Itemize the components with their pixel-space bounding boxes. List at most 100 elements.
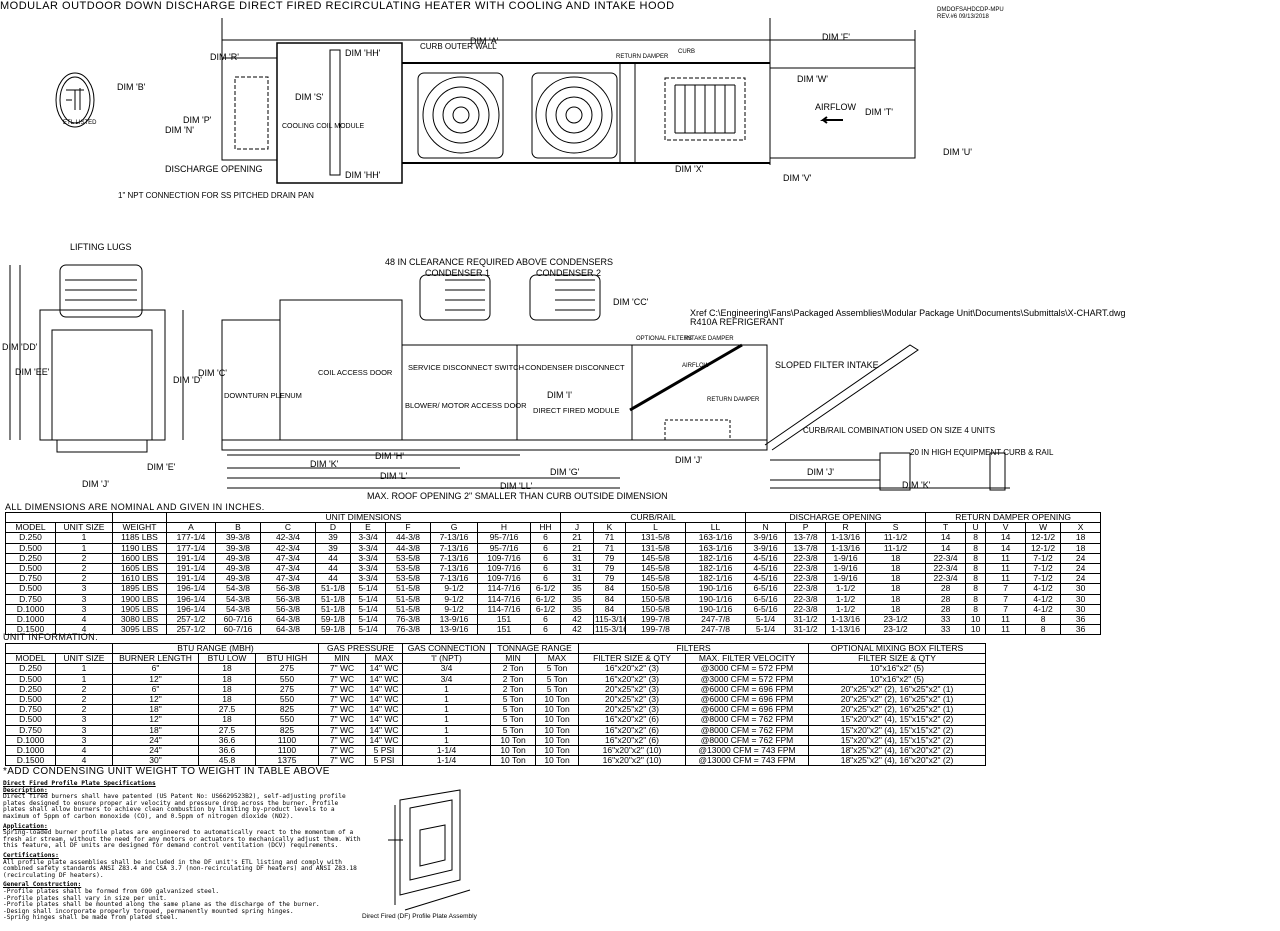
table-cell: 5 Ton [535,673,580,685]
table-cell: 22-3/8 [785,573,827,585]
table-cell: 5-1/4 [350,593,386,605]
table-cell: 31-1/2 [785,624,827,636]
spec-construction-item: -Profile plates shall be mounted along t… [3,901,320,909]
table-cell: 36 [1060,624,1102,636]
column-header: WEIGHT [112,522,167,534]
table-cell: 3-9/16 [745,532,787,544]
table-cell: 44-3/8 [385,532,431,544]
table-cell: D.750 [5,724,56,736]
table-cell: 1895 LBS [112,583,167,595]
table-cell: 190-1/16 [684,583,747,595]
table-cell: 3 [55,714,113,726]
table-cell: 54-3/8 [215,583,261,595]
table-cell: 114-7/16 [477,593,531,605]
table-cell: 10 Ton [490,734,537,746]
table-cell: 7" WC [318,693,366,706]
table-cell: 42 [560,624,594,636]
table-cell: D.500 [5,673,56,685]
column-header: MAX [535,653,580,665]
table-cell: 8 [965,532,987,544]
table-cell: 191-1/4 [166,562,216,575]
table-cell: 7 [985,603,1027,615]
dim-p-label: DIM 'P' [183,115,212,125]
table-cell: 109-7/16 [477,562,531,575]
table-cell: 8 [965,583,987,595]
cooling-coil-label: COOLING COIL MODULE [282,123,365,130]
table-cell: 3 [55,734,113,746]
max-roof-note: MAX. ROOF OPENING 2" SMALLER THAN CURB O… [367,491,668,501]
table-cell: 4 [55,613,113,626]
table-cell: 3-3/4 [350,562,386,575]
table-cell: 12" [112,693,199,706]
table-cell: 7 [985,593,1027,605]
dim-v-label: DIM 'V' [783,173,812,183]
table-cell: 1610 LBS [112,573,167,585]
table-cell: 14 [985,532,1027,544]
column-header: FILTER SIZE & QTY [578,653,687,665]
revision: REV.#6 09/13/2018 [937,14,989,20]
table-cell: 18 [865,593,927,605]
dim-n-label: DIM 'N' [165,125,194,135]
table-cell: 30 [1060,583,1102,595]
table-cell: 10 Ton [535,734,580,746]
table-cell: 177-1/4 [166,542,216,554]
table-cell: 11 [985,562,1027,575]
column-header: D [315,522,351,534]
table-cell: 18 [198,714,256,726]
table-cell: 8 [1025,613,1062,626]
table-cell: 4 [55,744,113,757]
table-cell: 190-1/16 [684,593,747,605]
table-cell: @3000 CFM = 572 FPM [685,663,810,675]
table-cell: 42 [560,613,594,626]
table-cell: 275 [255,663,319,675]
group-header [5,642,113,655]
table-cell: 6-5/16 [745,583,787,595]
table-cell: 2 Ton [490,663,537,675]
dim-j-left-label: DIM 'J' [82,479,109,489]
table-cell: 6 [530,624,561,636]
table-cell: 51-1/8 [315,583,351,595]
spec-construction-item: -Profile plates shall vary in size per u… [3,894,167,902]
dim-j-right-label: DIM 'J' [807,467,834,477]
dim-d-label: DIM 'D' [173,375,202,385]
group-header: RETURN DAMPER OPENING [925,511,1102,524]
column-header: L [625,522,686,534]
table-cell: 1185 LBS [112,532,167,544]
table-cell: 7-13/16 [430,552,478,564]
etl-logo: ETL LISTED [55,72,97,128]
table-cell: 16"x20"x2" (6) [578,734,687,746]
table-cell: 4-5/16 [745,562,787,575]
xref-path: Xref C:\Engineering\Fans\Packaged Assemb… [690,308,1126,318]
table-cell: 24 [1060,562,1102,575]
table-cell: 59-1/8 [315,624,351,636]
clearance-note: 48 IN CLEARANCE REQUIRED ABOVE CONDENSER… [385,257,613,267]
table-cell: D.500 [5,583,56,595]
table-cell: 12-1/2 [1025,542,1062,554]
column-header: MODEL [5,522,56,534]
table-cell: 54-3/8 [215,603,261,615]
table-cell: 22-3/8 [785,603,827,615]
column-header: HH [530,522,561,534]
table-cell: 53-5/8 [385,562,431,575]
table-cell: 33 [925,613,967,626]
table-cell: 145-5/8 [625,562,686,575]
column-header: T [925,522,967,534]
side-view: LIFTING LUGS 48 IN CLEARANCE REQUIRED AB… [2,242,1126,501]
curb-outer-wall-label: CURB OUTER WALL [420,42,497,51]
table-cell: 8 [1025,624,1062,636]
table-cell: 14" WC [364,683,404,695]
table-cell: 16"x20"x2" (3) [578,663,687,675]
high-curb-label: 20 IN HIGH EQUIPMENT CURB & RAIL [910,448,1054,457]
column-header: LL [684,522,747,534]
table-cell: 9-1/2 [430,583,478,595]
dim-e-label: DIM 'E' [147,462,176,472]
table-cell: 9-1/2 [430,603,478,615]
table-cell: 53-5/8 [385,552,431,564]
table-cell: 39 [315,542,351,554]
table-cell: 35 [560,583,594,595]
